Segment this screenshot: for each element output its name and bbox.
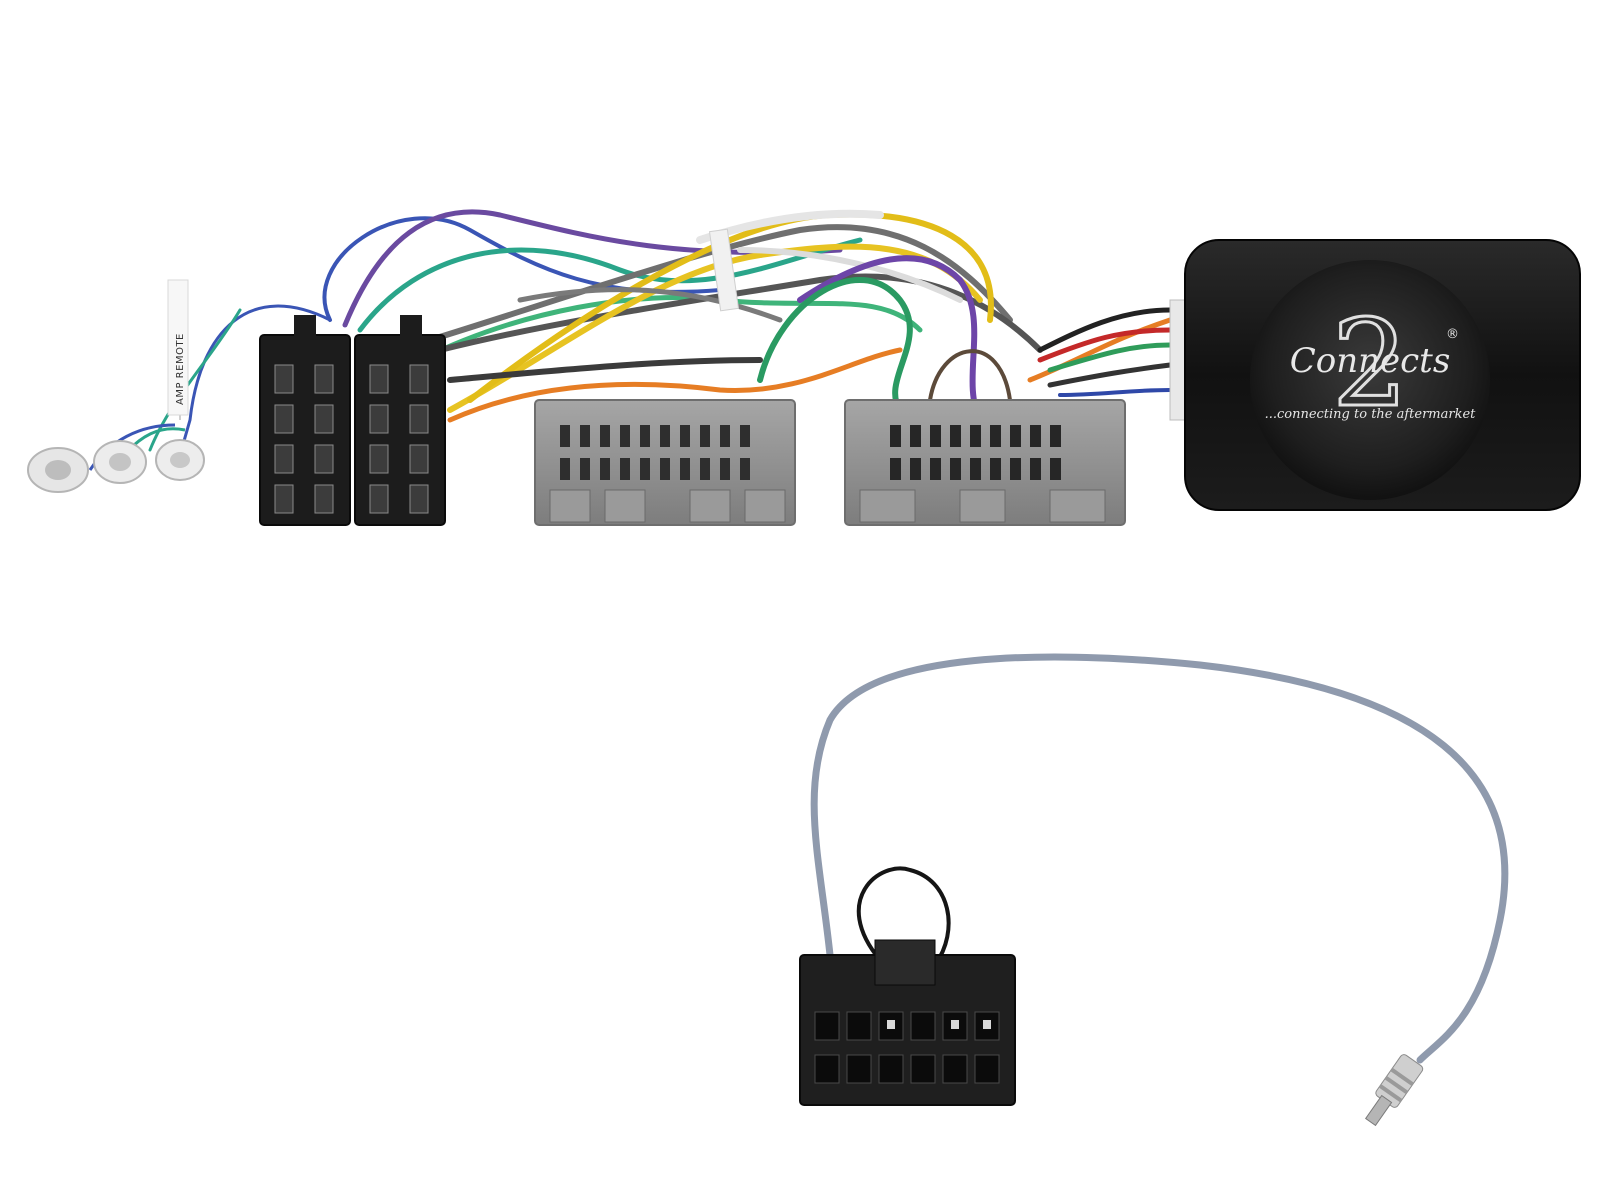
antenna-cable: [810, 653, 1509, 1064]
teal-wire: [357, 237, 863, 333]
black-loop-wire: [856, 866, 951, 967]
antenna-lead: [810, 653, 1509, 1064]
blue-wire-2: [1058, 388, 1172, 397]
spade-connector-3: [155, 439, 205, 481]
logo-number: 2: [1332, 295, 1408, 434]
logo-brand-word: Connects: [1290, 341, 1451, 381]
grey-wire-1: [427, 224, 1013, 343]
purple-wire-2: [797, 255, 983, 423]
iso-connector-right: [354, 315, 446, 526]
multipin-plug: [799, 939, 1016, 1106]
orange-wire-2: [1027, 317, 1173, 383]
bundle-tape: [708, 228, 740, 312]
white-wire-2: [737, 247, 963, 303]
dark-wire-3: [447, 357, 763, 383]
module-logo-disc: [1250, 260, 1490, 500]
interface-module: 2 ® Connects ...connecting to the afterm…: [1169, 239, 1581, 511]
grey-wire-3: [517, 287, 783, 323]
logo-tagline: ...connecting to the aftermarket: [1265, 407, 1477, 422]
iso-connector-pair: [259, 315, 446, 526]
spade-connectors: [27, 439, 205, 493]
grey-connector-left: [534, 399, 796, 526]
spade-connector-1: [27, 447, 89, 493]
antenna-plug: [1364, 1054, 1424, 1127]
dark-wire-2: [1047, 362, 1173, 388]
amp-remote-flag: [167, 279, 189, 416]
logo-registered-mark: ®: [1446, 327, 1459, 342]
wire-bundle: [148, 209, 1173, 457]
grey-wire-2: [437, 273, 1043, 353]
amp-remote-label: AMP REMOTE: [175, 333, 186, 405]
grey-connector-right: [844, 399, 1126, 526]
orange-wire-1: [447, 347, 903, 423]
brown-loop: [928, 349, 1012, 402]
black-wire: [1037, 307, 1173, 353]
teal-wire-tail: [148, 308, 242, 452]
green-wire-2: [1047, 342, 1173, 373]
darkgreen-wire: [757, 277, 913, 413]
red-wire: [1037, 327, 1173, 363]
iso-connector-left: [259, 315, 351, 526]
spade-connector-2: [93, 440, 147, 484]
amp-remote-lead: AMP REMOTE: [88, 279, 189, 471]
